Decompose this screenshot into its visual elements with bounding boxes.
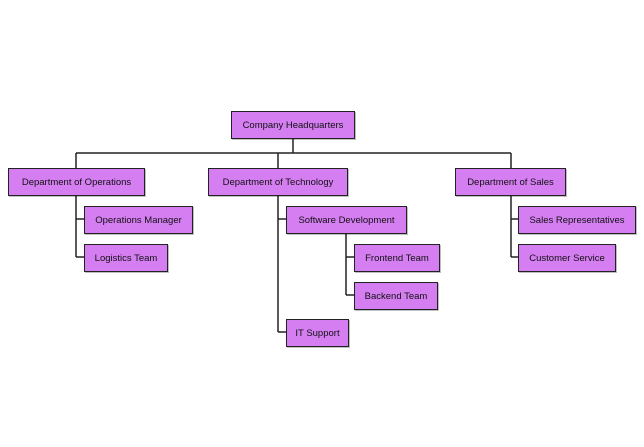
node-department-of-technology: Department of Technology xyxy=(208,168,348,196)
node-customer-service: Customer Service xyxy=(518,244,616,272)
node-department-of-operations: Department of Operations xyxy=(8,168,145,196)
node-sales-representatives: Sales Representatives xyxy=(518,206,636,234)
node-company-headquarters: Company Headquarters xyxy=(231,111,355,139)
node-operations-manager: Operations Manager xyxy=(84,206,193,234)
node-software-development: Software Development xyxy=(286,206,407,234)
node-backend-team: Backend Team xyxy=(354,282,438,310)
node-logistics-team: Logistics Team xyxy=(84,244,168,272)
node-it-support: IT Support xyxy=(286,319,349,347)
node-department-of-sales: Department of Sales xyxy=(455,168,566,196)
node-frontend-team: Frontend Team xyxy=(354,244,440,272)
